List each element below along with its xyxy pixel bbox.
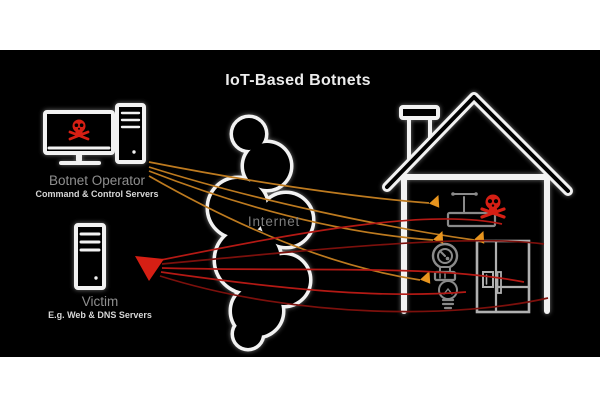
diagram-canvas: IoT-Based Botnets Botnet Operator Comman… <box>0 50 600 357</box>
command-line <box>148 170 434 241</box>
operator-sublabel: Command & Control Servers <box>35 189 158 199</box>
chimney-cap <box>399 105 440 120</box>
diagram-title: IoT-Based Botnets <box>225 72 371 89</box>
operator-skull-icon <box>68 119 90 141</box>
attack-traffic-lines-dark <box>159 239 549 313</box>
victim-sublabel: E.g. Web & DNS Servers <box>48 310 152 320</box>
server-power-led <box>94 276 98 280</box>
attack-line <box>161 267 525 283</box>
victim-label: Victim <box>82 294 119 309</box>
command-traffic-lines <box>148 161 475 281</box>
router-skull-icon <box>480 194 506 219</box>
command-line <box>148 166 475 241</box>
roof-inner-line <box>385 95 570 193</box>
arrowhead-icon <box>420 270 431 284</box>
attack-line <box>159 275 549 313</box>
light-bulb-icon <box>438 280 458 310</box>
internet-cloud-icon <box>205 114 316 352</box>
attack-line <box>160 218 503 261</box>
arrowhead-icon <box>433 230 444 244</box>
command-line <box>148 161 430 204</box>
victim-server-icon <box>74 223 106 290</box>
attack-line <box>160 271 467 296</box>
internet-label: Internet <box>248 214 300 229</box>
command-line <box>148 175 421 281</box>
botnet-diagram: IoT-Based Botnets Botnet Operator Comman… <box>35 72 573 352</box>
security-camera-icon <box>431 242 459 282</box>
attack-traffic-lines-bright <box>160 218 525 296</box>
botnet-operator-computer-icon <box>43 103 146 165</box>
operator-label: Botnet Operator <box>49 173 146 188</box>
victim-arrowhead-icon <box>135 256 164 281</box>
tower-power-led <box>132 150 136 154</box>
attack-line <box>161 239 545 265</box>
arrowhead-icon <box>429 194 440 208</box>
